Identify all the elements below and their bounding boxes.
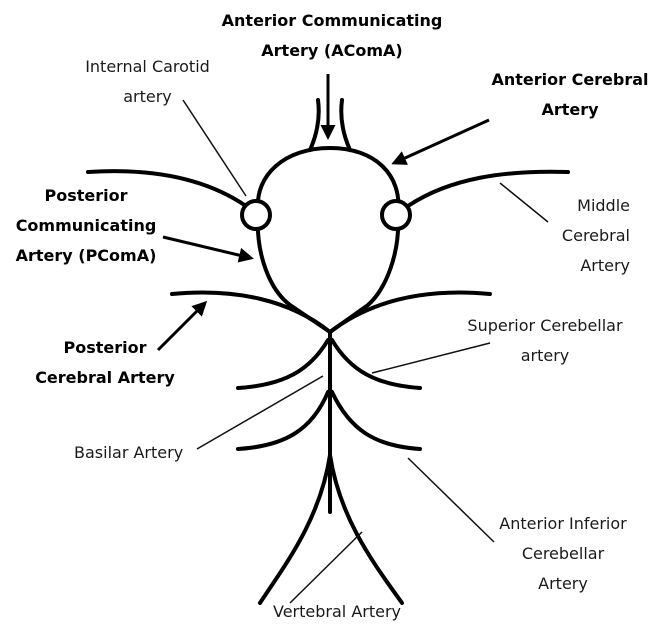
pcoma-line-2: Communicating (6, 211, 166, 241)
mca-line-1: Middle (540, 191, 630, 221)
label-basilar-artery: Basilar Artery (74, 438, 183, 468)
vertebral-line-1: Vertebral Artery (273, 597, 401, 627)
label-anterior-communicating-artery: Anterior Communicating Artery (AComA) (216, 6, 448, 66)
acoma-line-1: Anterior Communicating (216, 6, 448, 36)
basilar-line-1: Basilar Artery (74, 438, 183, 468)
pcoma-line-3: Artery (PComA) (6, 241, 166, 271)
acoma-vessels (310, 100, 350, 150)
left-internal-carotid-ring (242, 201, 270, 229)
aca-arrow (394, 120, 489, 163)
label-internal-carotid-artery: Internal Carotid artery (70, 52, 225, 112)
mca-line-2: Cerebral (540, 221, 630, 251)
label-posterior-communicating-artery: Posterior Communicating Artery (PComA) (6, 181, 166, 271)
aica-line-2: Cerebellar (488, 539, 638, 569)
aica-line-1: Anterior Inferior (488, 509, 638, 539)
pca-line-2: Cerebral Artery (30, 363, 180, 393)
label-posterior-cerebral-artery: Posterior Cerebral Artery (30, 333, 180, 393)
ica-line-1: Internal Carotid (70, 52, 225, 82)
label-middle-cerebral-artery: Middle Cerebral Artery (540, 191, 630, 281)
pca-line-1: Posterior (30, 333, 180, 363)
aca-line-2: Artery (490, 95, 650, 125)
aica-leader (408, 458, 494, 542)
acoma-line-2: Artery (AComA) (216, 36, 448, 66)
label-anterior-inferior-cerebellar-artery: Anterior Inferior Cerebellar Artery (488, 509, 638, 599)
pcoma-line-1: Posterior (6, 181, 166, 211)
pcoma-arrow (163, 237, 251, 258)
mca-line-3: Artery (540, 251, 630, 281)
aica-line-3: Artery (488, 569, 638, 599)
label-superior-cerebellar-artery: Superior Cerebellar artery (450, 311, 640, 371)
label-anterior-cerebral-artery: Anterior Cerebral Artery (490, 65, 650, 125)
ica-line-2: artery (70, 82, 225, 112)
sca-line-1: Superior Cerebellar (450, 311, 640, 341)
aca-line-1: Anterior Cerebral (490, 65, 650, 95)
label-vertebral-artery: Vertebral Artery (273, 597, 401, 627)
right-internal-carotid-ring (382, 201, 410, 229)
sca-line-2: artery (450, 341, 640, 371)
